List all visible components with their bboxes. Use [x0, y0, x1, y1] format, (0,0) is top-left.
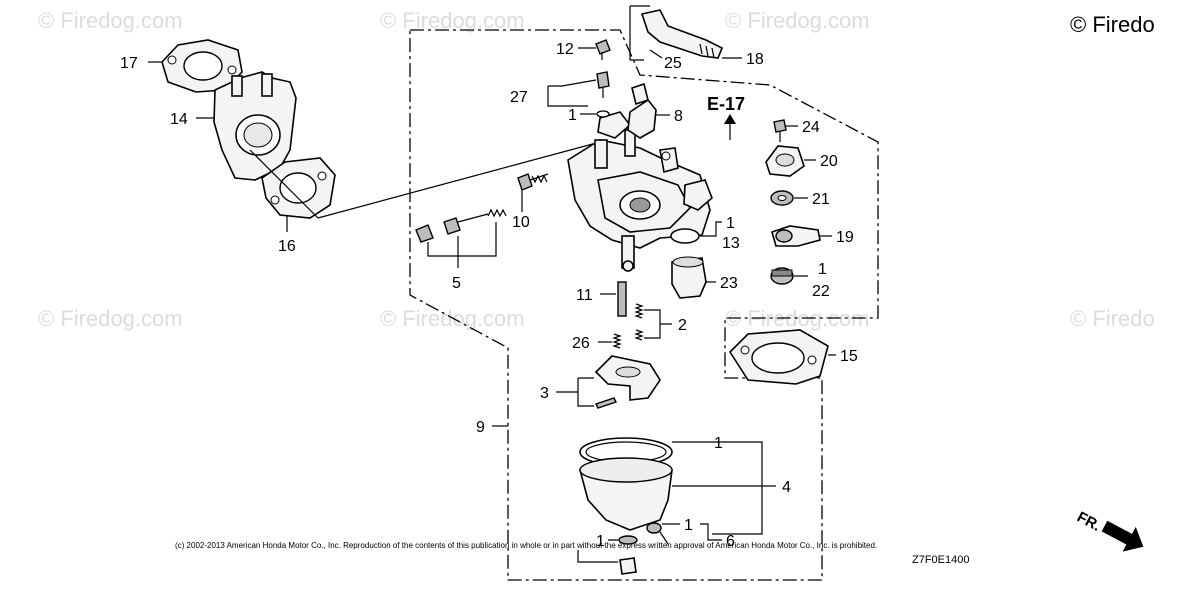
- callout-3: 3: [540, 385, 549, 402]
- part-24-screw: [773, 119, 787, 142]
- part-22-needle-valve: [770, 267, 794, 285]
- copyright-notice: (c) 2002-2013 American Honda Motor Co., …: [175, 541, 877, 550]
- callout-25: 25: [664, 55, 682, 72]
- carburetor-body: [567, 111, 713, 272]
- callout-5: 5: [452, 275, 461, 292]
- callout-10: 10: [512, 214, 530, 231]
- callout-11: 11: [576, 287, 593, 304]
- part-6-drain-screw: [646, 522, 669, 545]
- callout-1-oring: 1: [726, 215, 735, 232]
- part-1-o-ring-upper: [596, 110, 610, 118]
- part-26-spring: [612, 333, 622, 349]
- part-18-choke-lever: [640, 9, 724, 59]
- callout-18: 18: [746, 51, 764, 68]
- front-arrow-icon: [1101, 520, 1144, 552]
- callout-22: 22: [812, 283, 830, 300]
- part-23-float: [671, 256, 707, 299]
- part-4-float-chamber: [578, 437, 673, 531]
- diagram-code: Z7F0E1400: [912, 554, 969, 566]
- callout-26: 26: [572, 335, 590, 352]
- part-1-washer-bottom: [618, 535, 638, 545]
- callout-1-bottom: 1: [596, 533, 605, 550]
- watermark-3: © Firedog.com: [725, 8, 870, 33]
- part-15-air-cleaner-gasket: [728, 329, 829, 385]
- watermark-7: © Firedo: [1070, 306, 1155, 331]
- callout-2: 2: [678, 317, 687, 334]
- callout-27: 27: [510, 89, 528, 106]
- part-12-screw: [595, 39, 611, 60]
- copyright-corner: © Firedo: [1070, 12, 1155, 37]
- callout-4: 4: [782, 479, 791, 496]
- callout-16: 16: [278, 238, 296, 255]
- part-11-main-nozzle: [617, 281, 627, 317]
- chamber-bolt: [619, 557, 637, 575]
- callout-15: 15: [840, 348, 858, 365]
- front-label: FR.: [1074, 509, 1103, 535]
- callout-12: 12: [556, 41, 574, 58]
- callout-1-drain: 1: [684, 517, 693, 534]
- callout-14: 14: [170, 111, 188, 128]
- watermark-4: © Firedog.com: [38, 306, 183, 331]
- callout-1-upper: 1: [568, 107, 577, 124]
- part-13-o-ring: [670, 228, 700, 244]
- part-5-pilot-screw-set: [415, 208, 507, 243]
- watermark-2: © Firedog.com: [380, 8, 525, 33]
- part-2-main-jet: [634, 303, 644, 341]
- callout-24: 24: [802, 119, 820, 136]
- part-20-float-valve: [765, 145, 805, 177]
- callout-1-gasket: 1: [714, 435, 723, 452]
- part-10-throttle-stop-screw: [517, 173, 549, 191]
- callout-20: 20: [820, 153, 838, 170]
- callout-13: 13: [722, 235, 740, 252]
- callout-17: 17: [120, 55, 138, 72]
- callout-1-right: 1: [818, 261, 827, 278]
- reference-e17: E-17: [707, 94, 745, 114]
- callout-9: 9: [476, 419, 485, 436]
- callout-21: 21: [812, 191, 830, 208]
- part-14-carburetor-insulator: [213, 71, 297, 181]
- part-3-float-set: [594, 355, 661, 409]
- front-direction-marker: FR.: [1074, 509, 1144, 552]
- part-19-float-arm: [771, 225, 821, 247]
- callout-19: 19: [836, 229, 854, 246]
- watermark-1: © Firedog.com: [38, 8, 183, 33]
- callout-8: 8: [674, 108, 683, 125]
- part-21-washer: [770, 190, 794, 206]
- part-17-insulator-gasket: [161, 39, 243, 93]
- part-27-set-screw: [596, 71, 610, 98]
- assembly-boundary: [409, 29, 879, 581]
- part-16-carburetor-gasket: [261, 157, 336, 219]
- reference-arrow: [724, 114, 736, 124]
- callout-23: 23: [720, 275, 738, 292]
- callout-6: 6: [726, 533, 735, 550]
- part-8-bracket: [627, 82, 657, 139]
